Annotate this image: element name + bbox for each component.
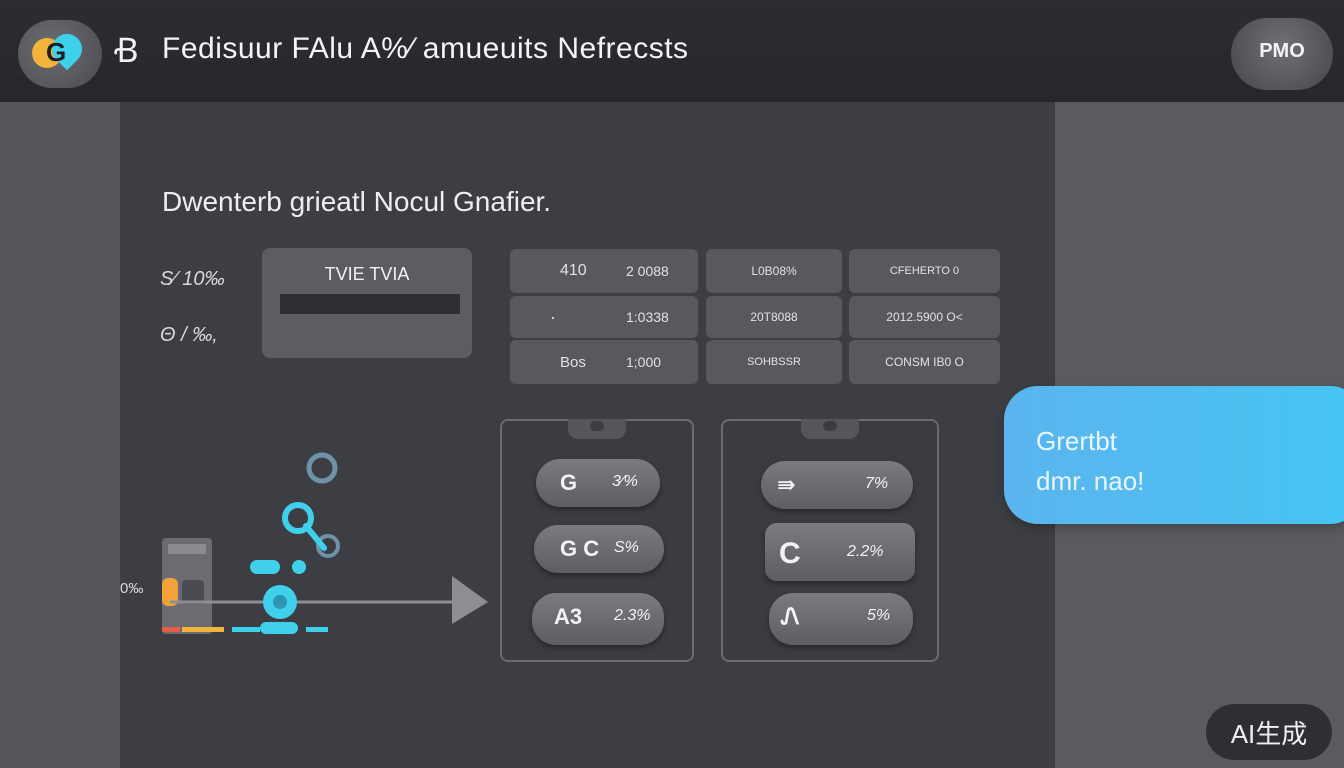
input-card-field[interactable]: [280, 294, 460, 314]
table-cell-box[interactable]: CONSM IB0 O: [849, 340, 1000, 384]
diagram-ring-icon: [316, 534, 340, 558]
diagram-pill-icon: [250, 560, 280, 574]
stat-pill[interactable]: ⇛ 7%: [761, 461, 913, 509]
table-cell: 2 0088: [626, 263, 669, 279]
table-cell: L0B08%: [751, 264, 797, 278]
stat-pill[interactable]: G C S%: [534, 525, 664, 573]
diagram-dot-icon: [292, 560, 306, 574]
card-tab: [568, 419, 626, 439]
profile-label: PMO: [1259, 40, 1305, 62]
input-card: TVIE TVIA: [262, 248, 472, 358]
machine-top: [168, 544, 206, 554]
table-cell: CONSM IB0 O: [885, 355, 964, 369]
flow-node-core: [273, 595, 287, 609]
diagram-axis-label: 0‰: [120, 580, 144, 597]
stat-pill[interactable]: G 3⁄%: [536, 459, 660, 507]
stat-pill-value: 2.2%: [847, 543, 884, 560]
diagram-cyan-ring-icon: [282, 502, 314, 534]
callout-line-2: dmr. nao!: [1036, 466, 1145, 496]
stat-pill-icon: A3: [554, 604, 583, 629]
table-cell: 2012.5900 O<: [886, 310, 963, 324]
table-cell-box[interactable]: SOHBSSR: [706, 340, 842, 384]
stat-pill-icon: Ꮑ: [781, 604, 800, 629]
diagram-small-circle-icon: [306, 452, 338, 484]
stat-pill-value: 7%: [865, 475, 889, 492]
table-cell: 1;000: [626, 354, 662, 370]
legend-bar-red: [162, 627, 180, 632]
table-cell-box[interactable]: CFEHERTO 0: [849, 249, 1000, 293]
stats-card-2: ⇛ 7% C 2.2% Ꮑ 5%: [721, 419, 939, 662]
machine-slot: [182, 580, 204, 604]
table-cell: 20T8088: [750, 310, 798, 324]
callout-card[interactable]: Grertbt dmr. nao!: [1004, 386, 1344, 524]
input-card-label: TVIE TVIA: [324, 264, 410, 284]
legend-bar-cyan: [232, 627, 260, 632]
stat-pill-value: 3⁄%: [612, 473, 638, 490]
stat-pill[interactable]: A3 2.3%: [532, 593, 664, 645]
legend-bar-cyan-2: [306, 627, 328, 632]
side-label-bottom: Θ / ‰,: [160, 324, 218, 346]
stat-pill-value: 2.3%: [614, 607, 651, 624]
table-row-0[interactable]: 410 2 0088: [510, 249, 698, 293]
profile-button[interactable]: PMO: [1231, 18, 1333, 90]
table-cell: ·: [550, 306, 556, 327]
machine-orange-part: [162, 578, 178, 606]
stats-card-1: G 3⁄% G C S% A3 2.3%: [500, 419, 694, 662]
stat-pill[interactable]: C 2.2%: [765, 523, 915, 581]
callout-line-1: Grertbt: [1036, 426, 1117, 456]
diagram-link: [303, 523, 327, 551]
left-strip: [0, 102, 120, 768]
table-cell-box[interactable]: 20T8088: [706, 296, 842, 338]
card-tab: [801, 419, 859, 439]
table-cell: SOHBSSR: [747, 356, 801, 368]
side-label-top: S⁄ 10‰: [160, 268, 225, 290]
table-cell-box[interactable]: 2012.5900 O<: [849, 296, 1000, 338]
arrow-head-icon[interactable]: [452, 576, 488, 624]
logo-letter: G: [46, 37, 67, 67]
table-cell: 1:0338: [626, 309, 669, 325]
stat-pill-icon: C: [779, 537, 801, 570]
flow-diagram: [162, 452, 488, 634]
app-glyph-icon: Ꞗ: [114, 32, 139, 70]
stat-pill-value: 5%: [867, 607, 891, 624]
table-cell-box[interactable]: L0B08%: [706, 249, 842, 293]
table-cell: CFEHERTO 0: [889, 265, 960, 277]
stat-pill-value: S%: [614, 539, 639, 556]
table-row-2[interactable]: Bos 1;000: [510, 340, 698, 384]
table-row-1[interactable]: · 1:0338: [510, 296, 698, 338]
table-cell: Bos: [560, 353, 586, 371]
legend-bar-orange: [182, 627, 224, 632]
stat-pill[interactable]: Ꮑ 5%: [769, 593, 913, 645]
app-title: Fedisuur FAlu A%∕ amueuits Nefrecsts: [162, 32, 689, 65]
stat-pill-icon: G: [560, 470, 578, 495]
stat-pill-icon: G C: [560, 536, 600, 561]
section-title: Dwenterb grieatl Nocul Gnafier.: [162, 186, 552, 217]
legend-pill-cyan: [260, 622, 298, 634]
ai-generated-badge: AI生成: [1206, 704, 1332, 760]
app-logo-icon[interactable]: G: [18, 20, 102, 88]
top-bar: G Ꞗ Fedisuur FAlu A%∕ amueuits Nefrecsts…: [0, 0, 1344, 102]
stat-pill-icon: ⇛: [777, 472, 796, 497]
table-cell: 410: [560, 262, 587, 279]
